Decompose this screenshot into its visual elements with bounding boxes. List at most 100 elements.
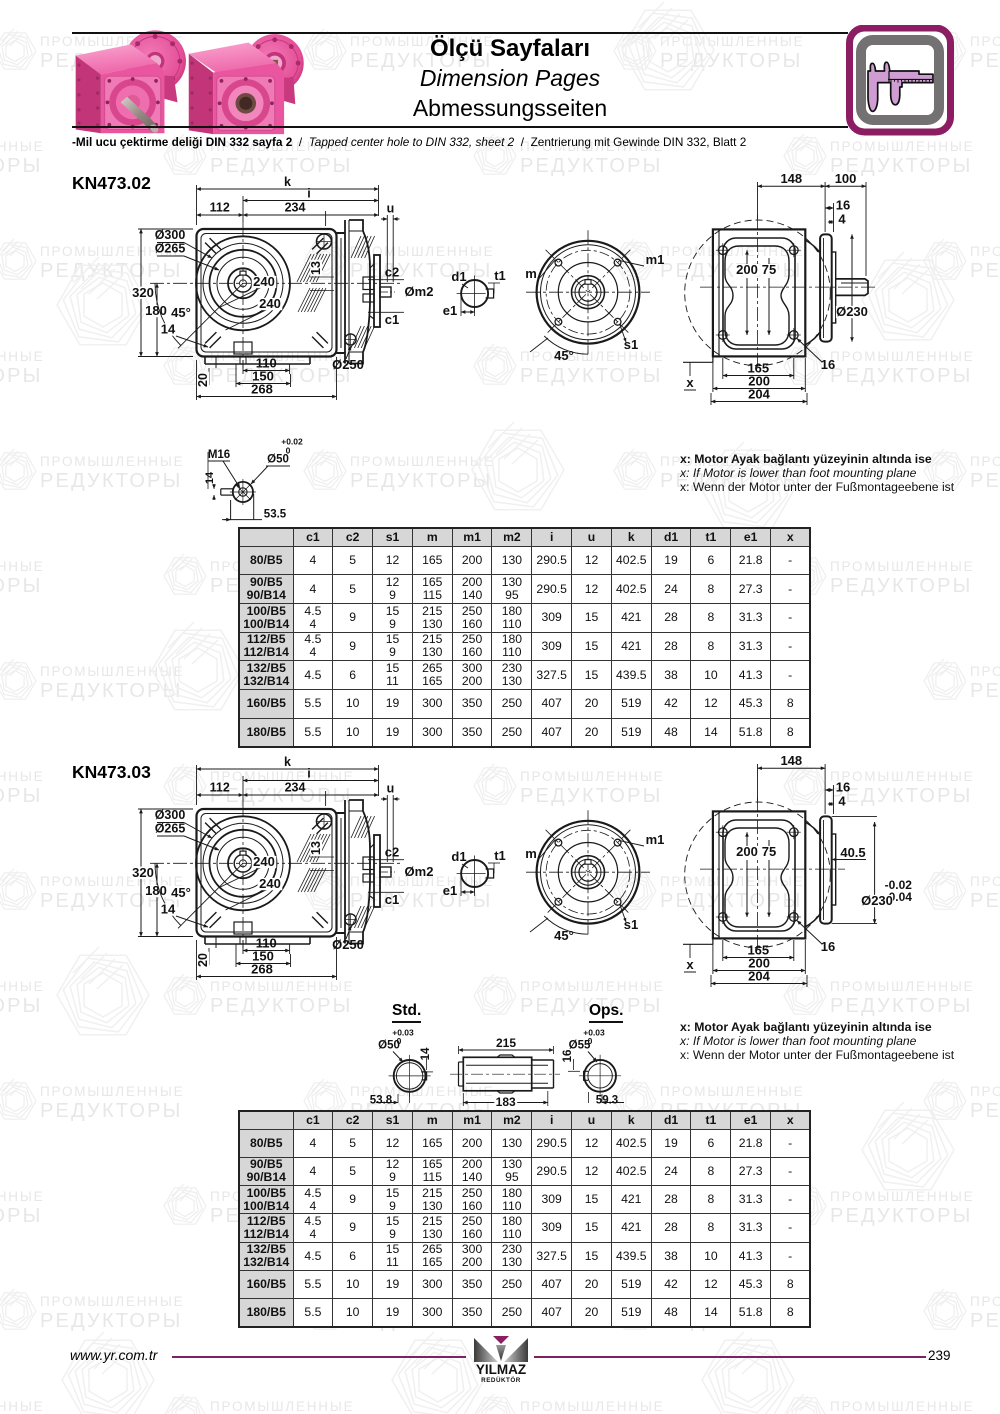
svg-text:ПРОМЫШЛЕННЫЕ: ПРОМЫШЛЕННЫЕ <box>210 979 354 994</box>
svg-text:ПРОМЫШЛЕННЫЕ: ПРОМЫШЛЕННЫЕ <box>40 1294 184 1309</box>
svg-text:+0.03: +0.03 <box>583 1028 605 1038</box>
svg-text:165: 165 <box>747 361 769 376</box>
svg-text:148: 148 <box>780 171 802 186</box>
svg-text:РЕДУКТОРЫ: РЕДУКТОРЫ <box>660 890 803 912</box>
svg-text:Ø265: Ø265 <box>155 822 186 836</box>
svg-text:РЕДУКТОРЫ: РЕДУКТОРЫ <box>0 575 43 597</box>
svg-text:c1: c1 <box>385 892 399 907</box>
svg-text:REDÜKTÖR: REDÜKTÖR <box>481 1375 521 1384</box>
svg-text:ПРОМЫШЛЕННЫЕ: ПРОМЫШЛЕННЫЕ <box>830 979 974 994</box>
svg-text:320: 320 <box>132 865 154 880</box>
svg-text:РЕДУКТОРЫ: РЕДУКТОРЫ <box>970 680 1000 702</box>
svg-text:Ø300: Ø300 <box>155 228 186 242</box>
svg-text:РЕДУКТОРЫ: РЕДУКТОРЫ <box>830 155 973 177</box>
svg-text:100: 100 <box>835 171 857 186</box>
svg-text:ПРОМЫШЛЕННЫЕ: ПРОМЫШЛЕННЫЕ <box>830 349 974 364</box>
svg-text:ПРОМЫШЛЕННЫЕ: ПРОМЫШЛЕННЫЕ <box>0 559 44 574</box>
svg-text:ПРОМЫШЛЕННЫЕ: ПРОМЫШЛЕННЫЕ <box>970 1084 1000 1099</box>
svg-text:+0.02: +0.02 <box>281 437 303 447</box>
svg-text:268: 268 <box>251 382 273 397</box>
svg-text:m: m <box>525 846 537 861</box>
svg-text:215: 215 <box>496 1036 516 1050</box>
svg-text:Ø50: Ø50 <box>378 1040 400 1052</box>
svg-text:112: 112 <box>210 781 230 795</box>
svg-text:m1: m1 <box>646 832 665 847</box>
svg-text:150: 150 <box>252 369 274 384</box>
svg-text:45°: 45° <box>554 928 574 943</box>
svg-text:75: 75 <box>762 262 776 277</box>
svg-text:ПРОМЫШЛЕННЫЕ: ПРОМЫШЛЕННЫЕ <box>0 1399 44 1414</box>
svg-text:200: 200 <box>736 844 758 859</box>
svg-text:240: 240 <box>259 296 281 311</box>
svg-text:ПРОМЫШЛЕННЫЕ: ПРОМЫШЛЕННЫЕ <box>830 1399 974 1414</box>
svg-text:ПРОМЫШЛЕННЫЕ: ПРОМЫШЛЕННЫЕ <box>970 664 1000 679</box>
svg-text:РЕДУКТОРЫ: РЕДУКТОРЫ <box>660 50 803 72</box>
svg-text:x: x <box>686 375 694 390</box>
svg-text:53.8: 53.8 <box>370 1095 393 1107</box>
svg-text:ПРОМЫШЛЕННЫЕ: ПРОМЫШЛЕННЫЕ <box>350 874 494 889</box>
svg-text:148: 148 <box>780 753 802 768</box>
svg-text:ПРОМЫШЛЕННЫЕ: ПРОМЫШЛЕННЫЕ <box>520 979 664 994</box>
svg-text:РЕДУКТОРЫ: РЕДУКТОРЫ <box>970 470 1000 492</box>
svg-text:Ø300: Ø300 <box>155 808 186 822</box>
svg-text:ПРОМЫШЛЕННЫЕ: ПРОМЫШЛЕННЫЕ <box>350 34 494 49</box>
svg-text:45°: 45° <box>171 305 191 320</box>
svg-text:i: i <box>307 767 310 781</box>
svg-text:16: 16 <box>562 1050 574 1063</box>
svg-text:0: 0 <box>286 446 291 456</box>
svg-text:240: 240 <box>259 876 281 891</box>
svg-text:150: 150 <box>252 949 274 964</box>
svg-text:ПРОМЫШЛЕННЫЕ: ПРОМЫШЛЕННЫЕ <box>40 664 184 679</box>
svg-text:t1: t1 <box>494 268 506 283</box>
svg-text:РЕДУКТОРЫ: РЕДУКТОРЫ <box>0 365 43 387</box>
svg-text:M16: M16 <box>208 449 230 461</box>
svg-text:14: 14 <box>204 471 216 484</box>
svg-text:ПРОМЫШЛЕННЫЕ: ПРОМЫШЛЕННЫЕ <box>350 244 494 259</box>
svg-text:45°: 45° <box>171 885 191 900</box>
svg-text:РЕДУКТОРЫ: РЕДУКТОРЫ <box>830 575 973 597</box>
svg-text:c2: c2 <box>385 265 399 280</box>
svg-text:ПРОМЫШЛЕННЫЕ: ПРОМЫШЛЕННЫЕ <box>210 1399 354 1414</box>
svg-text:Ø250: Ø250 <box>332 357 364 372</box>
svg-text:ПРОМЫШЛЕННЫЕ: ПРОМЫШЛЕННЫЕ <box>210 139 354 154</box>
svg-text:ПРОМЫШЛЕННЫЕ: ПРОМЫШЛЕННЫЕ <box>40 244 184 259</box>
svg-text:16: 16 <box>821 357 835 372</box>
svg-text:110: 110 <box>256 356 277 371</box>
svg-text:РЕДУКТОРЫ: РЕДУКТОРЫ <box>350 890 493 912</box>
svg-text:РЕДУКТОРЫ: РЕДУКТОРЫ <box>40 1100 183 1122</box>
svg-text:РЕДУКТОРЫ: РЕДУКТОРЫ <box>830 365 973 387</box>
svg-text:110: 110 <box>256 936 277 951</box>
svg-text:s1: s1 <box>624 337 638 352</box>
svg-text:РЕДУКТОРЫ: РЕДУКТОРЫ <box>970 50 1000 72</box>
svg-text:ПРОМЫШЛЕННЫЕ: ПРОМЫШЛЕННЫЕ <box>40 454 184 469</box>
svg-text:200: 200 <box>748 374 770 389</box>
svg-text:ПРОМЫШЛЕННЫЕ: ПРОМЫШЛЕННЫЕ <box>40 1084 184 1099</box>
svg-text:i: i <box>307 187 310 201</box>
svg-text:14: 14 <box>161 902 176 917</box>
svg-text:РЕДУКТОРЫ: РЕДУКТОРЫ <box>520 995 663 1017</box>
svg-text:-0.02: -0.02 <box>885 878 913 892</box>
svg-text:Ø250: Ø250 <box>332 937 364 952</box>
svg-text:РЕДУКТОРЫ: РЕДУКТОРЫ <box>970 1100 1000 1122</box>
svg-text:ПРОМЫШЛЕННЫЕ: ПРОМЫШЛЕННЫЕ <box>660 1084 804 1099</box>
svg-text:14: 14 <box>420 1047 432 1060</box>
svg-text:20: 20 <box>196 373 210 387</box>
svg-text:e1: e1 <box>443 883 457 898</box>
svg-text:c2: c2 <box>385 845 399 860</box>
svg-text:183: 183 <box>496 1095 516 1109</box>
svg-text:m1: m1 <box>646 252 665 267</box>
svg-text:РЕДУКТОРЫ: РЕДУКТОРЫ <box>660 470 803 492</box>
svg-text:59.3: 59.3 <box>596 1095 618 1107</box>
svg-text:14: 14 <box>161 322 176 337</box>
svg-text:ПРОМЫШЛЕННЫЕ: ПРОМЫШЛЕННЫЕ <box>830 559 974 574</box>
svg-text:75: 75 <box>762 844 776 859</box>
svg-text:Øm2: Øm2 <box>405 284 434 299</box>
svg-text:4: 4 <box>838 794 846 809</box>
svg-text:РЕДУКТОРЫ: РЕДУКТОРЫ <box>970 1310 1000 1332</box>
svg-text:РЕДУКТОРЫ: РЕДУКТОРЫ <box>970 890 1000 912</box>
svg-text:РЕДУКТОРЫ: РЕДУКТОРЫ <box>0 995 43 1017</box>
svg-text:РЕДУКТОРЫ: РЕДУКТОРЫ <box>520 365 663 387</box>
svg-text:u: u <box>387 782 395 796</box>
svg-text:240: 240 <box>253 274 275 289</box>
svg-text:ПРОМЫШЛЕННЫЕ: ПРОМЫШЛЕННЫЕ <box>520 1399 664 1414</box>
